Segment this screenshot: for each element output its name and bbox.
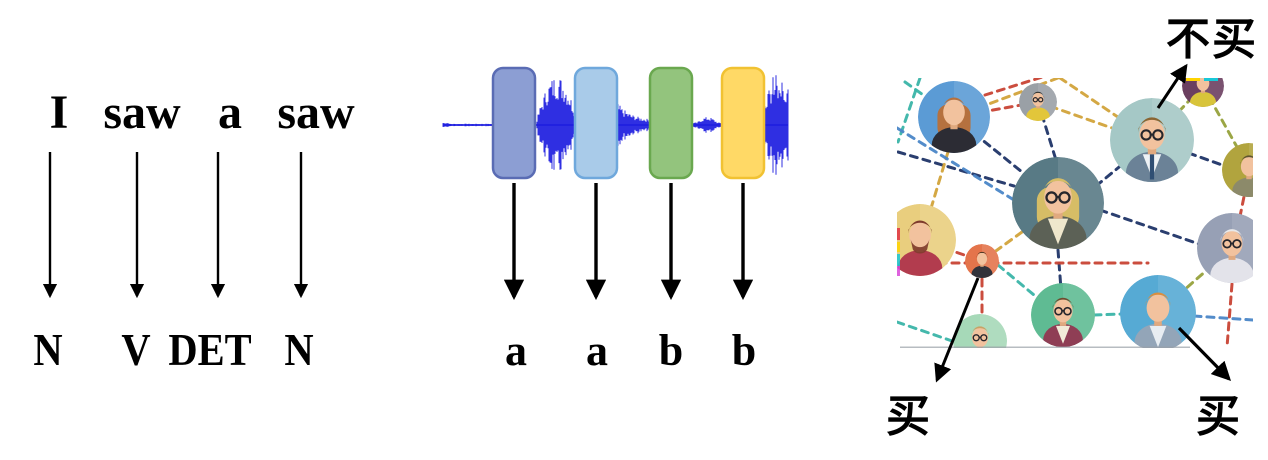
- segment-label: b: [731, 326, 757, 375]
- segment-label: a: [586, 326, 608, 375]
- social-network-image: [897, 78, 1253, 348]
- pos-word: saw: [277, 86, 355, 139]
- speech-segment-box: [573, 66, 619, 180]
- pos-word: a: [218, 86, 242, 139]
- no-buy-label: 不买: [1166, 15, 1258, 64]
- segment-label: a: [505, 326, 527, 375]
- social-arrows: [934, 63, 1232, 383]
- speech-segment-box: [648, 66, 694, 180]
- buy-left-arrow-icon: [934, 277, 980, 383]
- pos-arrows: [42, 152, 309, 299]
- buy-left-label: 买: [886, 392, 932, 441]
- pos-word: saw: [103, 86, 181, 139]
- pos-tag: N: [33, 324, 63, 375]
- speech-segments: [491, 66, 766, 180]
- pos-tag: V: [121, 324, 151, 375]
- speech-segment-box: [720, 66, 766, 180]
- buy-right-arrow-icon: [1177, 326, 1232, 382]
- pos-tag: DET: [168, 324, 252, 375]
- speech-segment-box: [491, 66, 537, 180]
- buy-right-label: 买: [1196, 392, 1242, 441]
- segment-label: b: [658, 326, 684, 375]
- pos-tag: N: [284, 324, 314, 375]
- pos-word: I: [49, 86, 69, 139]
- no-buy-arrow-icon: [1156, 63, 1188, 109]
- speech-arrows: [503, 183, 754, 301]
